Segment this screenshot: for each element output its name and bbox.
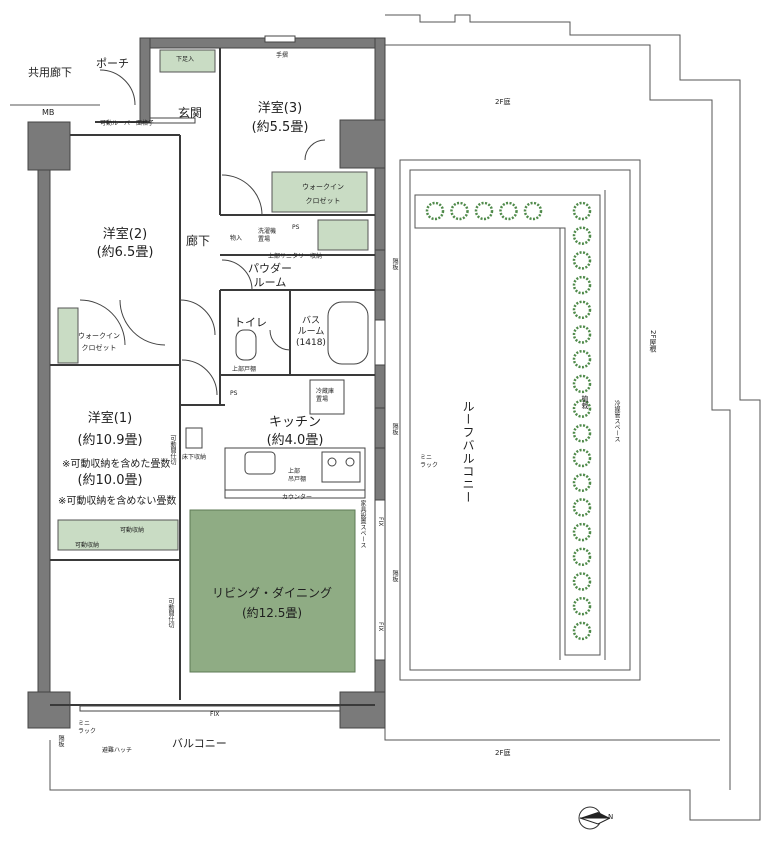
walkin-closet-room3-label: ウォークイン クロゼット bbox=[302, 183, 344, 205]
entrance-label: 玄関 bbox=[178, 106, 203, 120]
powder-room-label: パウダー ルーム bbox=[248, 262, 292, 289]
planting-trees bbox=[425, 201, 592, 641]
room1-size: (約10.9畳) bbox=[77, 433, 143, 448]
tree-icon bbox=[572, 275, 592, 295]
porch-label: ポーチ bbox=[96, 57, 129, 70]
mb-label: MB bbox=[42, 108, 55, 117]
counter-label: カウンター bbox=[282, 494, 313, 501]
mini-rack-label-balcony: ミニ ラック bbox=[78, 720, 97, 735]
evacuation-hatch-label: 避難ハッチ bbox=[102, 747, 133, 754]
tree-icon bbox=[523, 201, 543, 221]
partition-panel-label-3: 隔板 bbox=[391, 570, 398, 582]
kitchen-size: (約4.0畳) bbox=[266, 433, 324, 448]
movable-partition-label-upper: 可動間仕切 bbox=[169, 435, 176, 465]
room1-note2: ※可動収納を含めない畳数 bbox=[58, 496, 177, 507]
tree-icon bbox=[450, 201, 469, 221]
upper-cupboard-label: 上部 吊戸棚 bbox=[288, 468, 307, 483]
movable-storage-label-b: 可動収納 bbox=[75, 542, 100, 549]
niwa-2f-label-bottom: 2F庭 bbox=[495, 749, 511, 757]
furniture-space-label: 家具設置スペース bbox=[359, 500, 366, 548]
room3-name: 洋室(3) bbox=[257, 101, 303, 116]
balcony-label: バルコニー bbox=[172, 737, 227, 750]
room2-name: 洋室(2) bbox=[102, 227, 148, 242]
movable-louver-label: 可動ルーバー面格子 bbox=[100, 120, 154, 127]
partition-panel-label-balcony: 隔板 bbox=[57, 735, 64, 747]
storage-label: 物入 bbox=[230, 235, 243, 242]
tree-icon bbox=[572, 473, 592, 492]
bathroom-label: バス ルーム (1418) bbox=[296, 316, 326, 348]
tree-icon bbox=[572, 399, 592, 418]
planting-label: 植栽 bbox=[581, 395, 589, 409]
tree-icon bbox=[572, 547, 592, 567]
partition-panel-label-2: 隔板 bbox=[391, 423, 398, 435]
roof-2f-label: 2F屋根 bbox=[649, 330, 657, 353]
room2-size: (約6.5畳) bbox=[96, 245, 154, 260]
tree-icon bbox=[572, 300, 592, 320]
compass-icon bbox=[578, 806, 611, 830]
handrail-label: 手摺 bbox=[276, 52, 289, 59]
movable-storage-label-a: 可動収納 bbox=[120, 527, 145, 534]
cooler-space-label: 冷媒管スペース bbox=[613, 400, 620, 442]
tree-icon bbox=[572, 522, 592, 542]
ps-label-upper: PS bbox=[292, 224, 300, 231]
room1-size2: (約10.0畳) bbox=[77, 473, 143, 488]
tree-icon bbox=[572, 201, 592, 221]
upper-sanitary-storage-label: 上部サニタリー収納 bbox=[268, 253, 323, 260]
movable-partition-label-lower: 可動間仕切 bbox=[167, 598, 174, 628]
mini-rack-label-roof: ミニ ラック bbox=[420, 454, 439, 469]
partition-panel-label-1: 隔板 bbox=[391, 258, 398, 270]
washer-space-label: 洗濯機 置場 bbox=[258, 228, 277, 243]
tree-icon bbox=[572, 325, 592, 344]
fix-label-bottom: FIX bbox=[210, 711, 220, 718]
floor-storage-label: 床下収納 bbox=[182, 454, 207, 461]
tree-icon bbox=[572, 424, 592, 443]
tree-icon bbox=[572, 498, 592, 517]
room1-note1: ※可動収納を含めた畳数 bbox=[62, 459, 171, 470]
shared-corridor-label: 共用廊下 bbox=[28, 66, 72, 79]
fix-label-right-b: FIX bbox=[377, 622, 384, 632]
tree-icon bbox=[572, 349, 592, 369]
hallway-label: 廊下 bbox=[186, 234, 211, 248]
tree-icon bbox=[572, 374, 592, 394]
tree-icon bbox=[572, 448, 592, 468]
tree-icon bbox=[474, 201, 494, 221]
living-dining-size: (約12.5畳) bbox=[241, 606, 303, 620]
tree-icon bbox=[572, 226, 592, 245]
niwa-2f-label-top: 2F庭 bbox=[495, 98, 511, 106]
upper-storage-label: 上部戸棚 bbox=[232, 366, 257, 373]
walkin-closet-room2-label: ウォークイン クロゼット bbox=[78, 332, 120, 352]
ps-label-lower: PS bbox=[230, 390, 238, 397]
room3-size: (約5.5畳) bbox=[251, 120, 309, 135]
kitchen-name: キッチン bbox=[268, 415, 321, 430]
fix-label-right-a: FIX bbox=[377, 517, 384, 527]
living-dining-name: リビング・ダイニング bbox=[211, 586, 332, 600]
tree-icon bbox=[572, 596, 592, 616]
shoe-box-label: 下足入 bbox=[176, 56, 195, 63]
room1-name: 洋室(1) bbox=[87, 411, 133, 426]
fridge-space-label: 冷蔵庫 置場 bbox=[316, 388, 335, 403]
roof-balcony-label: ルーフバルコニー bbox=[461, 400, 475, 504]
north-label: N bbox=[608, 813, 614, 821]
tree-icon bbox=[425, 201, 445, 221]
tree-icon bbox=[572, 621, 592, 641]
toilet-label: トイレ bbox=[234, 316, 267, 329]
tree-icon bbox=[499, 201, 518, 221]
tree-icon bbox=[572, 251, 592, 270]
tree-icon bbox=[572, 572, 592, 591]
